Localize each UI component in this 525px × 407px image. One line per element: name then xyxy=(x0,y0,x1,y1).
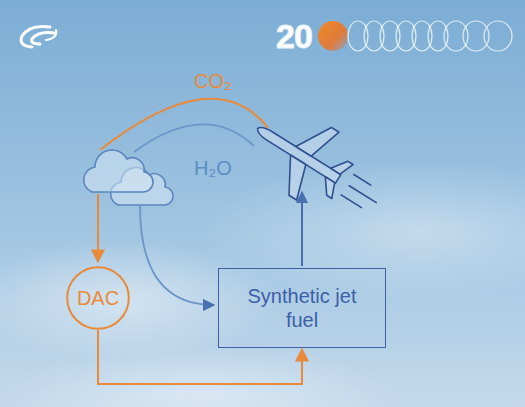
process-box: Synthetic jet fuel xyxy=(218,268,386,348)
fuel-arrow xyxy=(301,192,303,266)
node-text: DAC xyxy=(77,286,119,310)
dac-circle: DAC xyxy=(66,266,130,330)
h2o-arc xyxy=(134,124,254,152)
node-text: Synthetic jet fuel xyxy=(247,284,357,332)
logo-circles xyxy=(318,21,512,51)
logo-number: 20 xyxy=(276,17,312,56)
flow-connector xyxy=(98,330,302,384)
logo xyxy=(21,26,56,47)
co2-arc xyxy=(100,99,268,150)
capture-arrow xyxy=(97,194,99,262)
co2-label: CO₂ xyxy=(194,70,232,93)
h2o-label: H₂O xyxy=(194,157,232,180)
airplane-icon xyxy=(236,95,397,237)
water-arrow xyxy=(140,206,214,305)
